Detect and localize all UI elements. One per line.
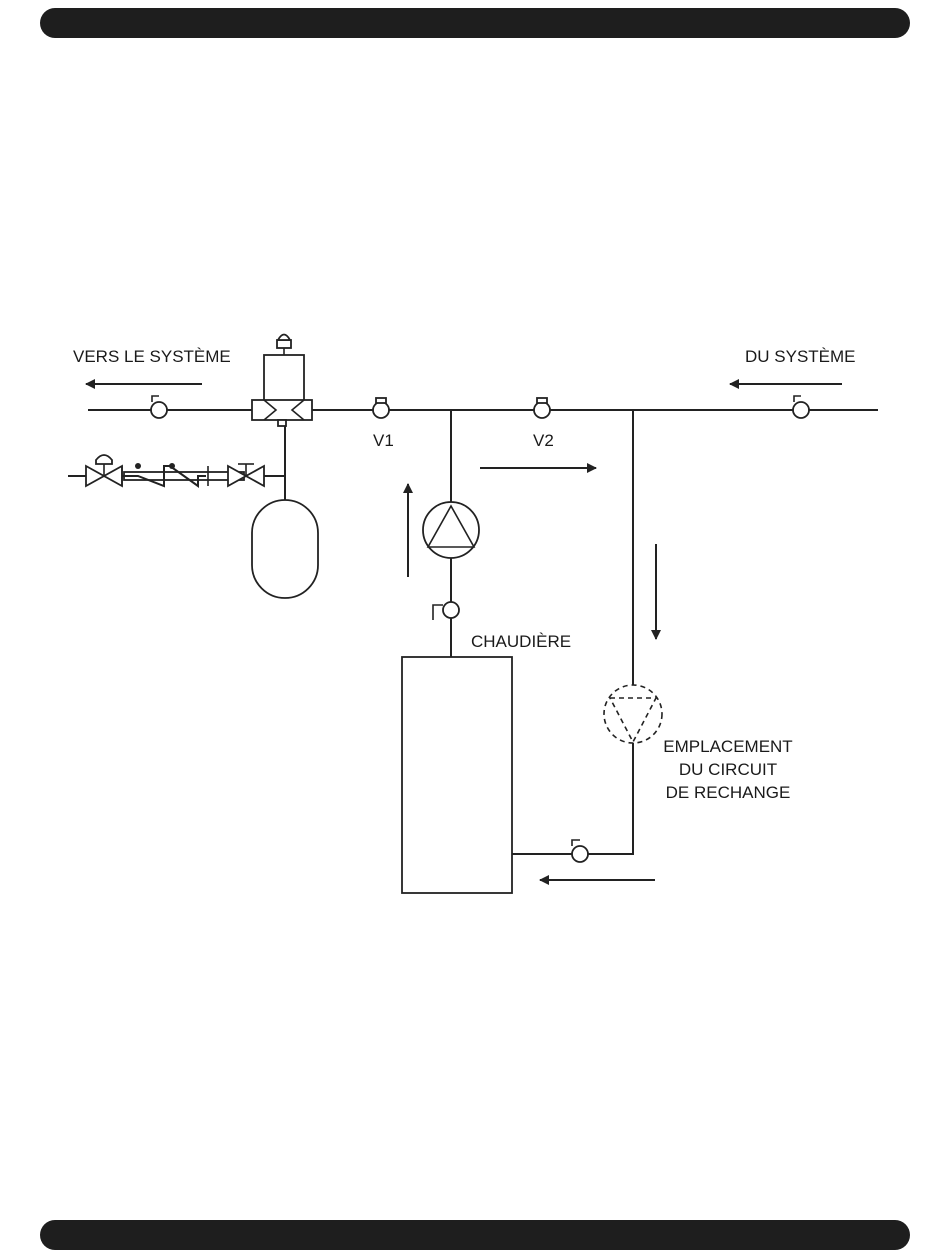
label-valve-v1: V1 (373, 431, 394, 450)
valve-v1-icon (373, 398, 389, 418)
automatic-air-vent-icon (277, 335, 291, 356)
return-lower-pipe (588, 743, 633, 854)
boiler-icon (402, 657, 512, 893)
label-alt-location-1: EMPLACEMENT (663, 737, 792, 756)
isolation-valve-icon (793, 396, 809, 418)
isolation-valve-icon (433, 602, 459, 620)
label-from-system: DU SYSTÈME (745, 347, 856, 366)
label-alt-location-3: DE RECHANGE (666, 783, 791, 802)
air-separator-icon (252, 355, 312, 426)
pressure-reducing-valve-icon (86, 455, 122, 486)
circulator-pump-icon (423, 502, 479, 558)
label-boiler: CHAUDIÈRE (471, 632, 571, 651)
shutoff-valve-icon (228, 464, 264, 486)
valve-v2-icon (534, 398, 550, 418)
label-alt-location-2: DU CIRCUIT (679, 760, 777, 779)
isolation-valve-icon (572, 840, 588, 862)
backflow-preventer-icon (122, 463, 244, 486)
expansion-tank-icon (252, 500, 318, 598)
label-to-system: VERS LE SYSTÈME (73, 347, 231, 366)
alternate-pump-icon (604, 685, 662, 743)
isolation-valve-icon (151, 396, 167, 418)
label-valve-v2: V2 (533, 431, 554, 450)
